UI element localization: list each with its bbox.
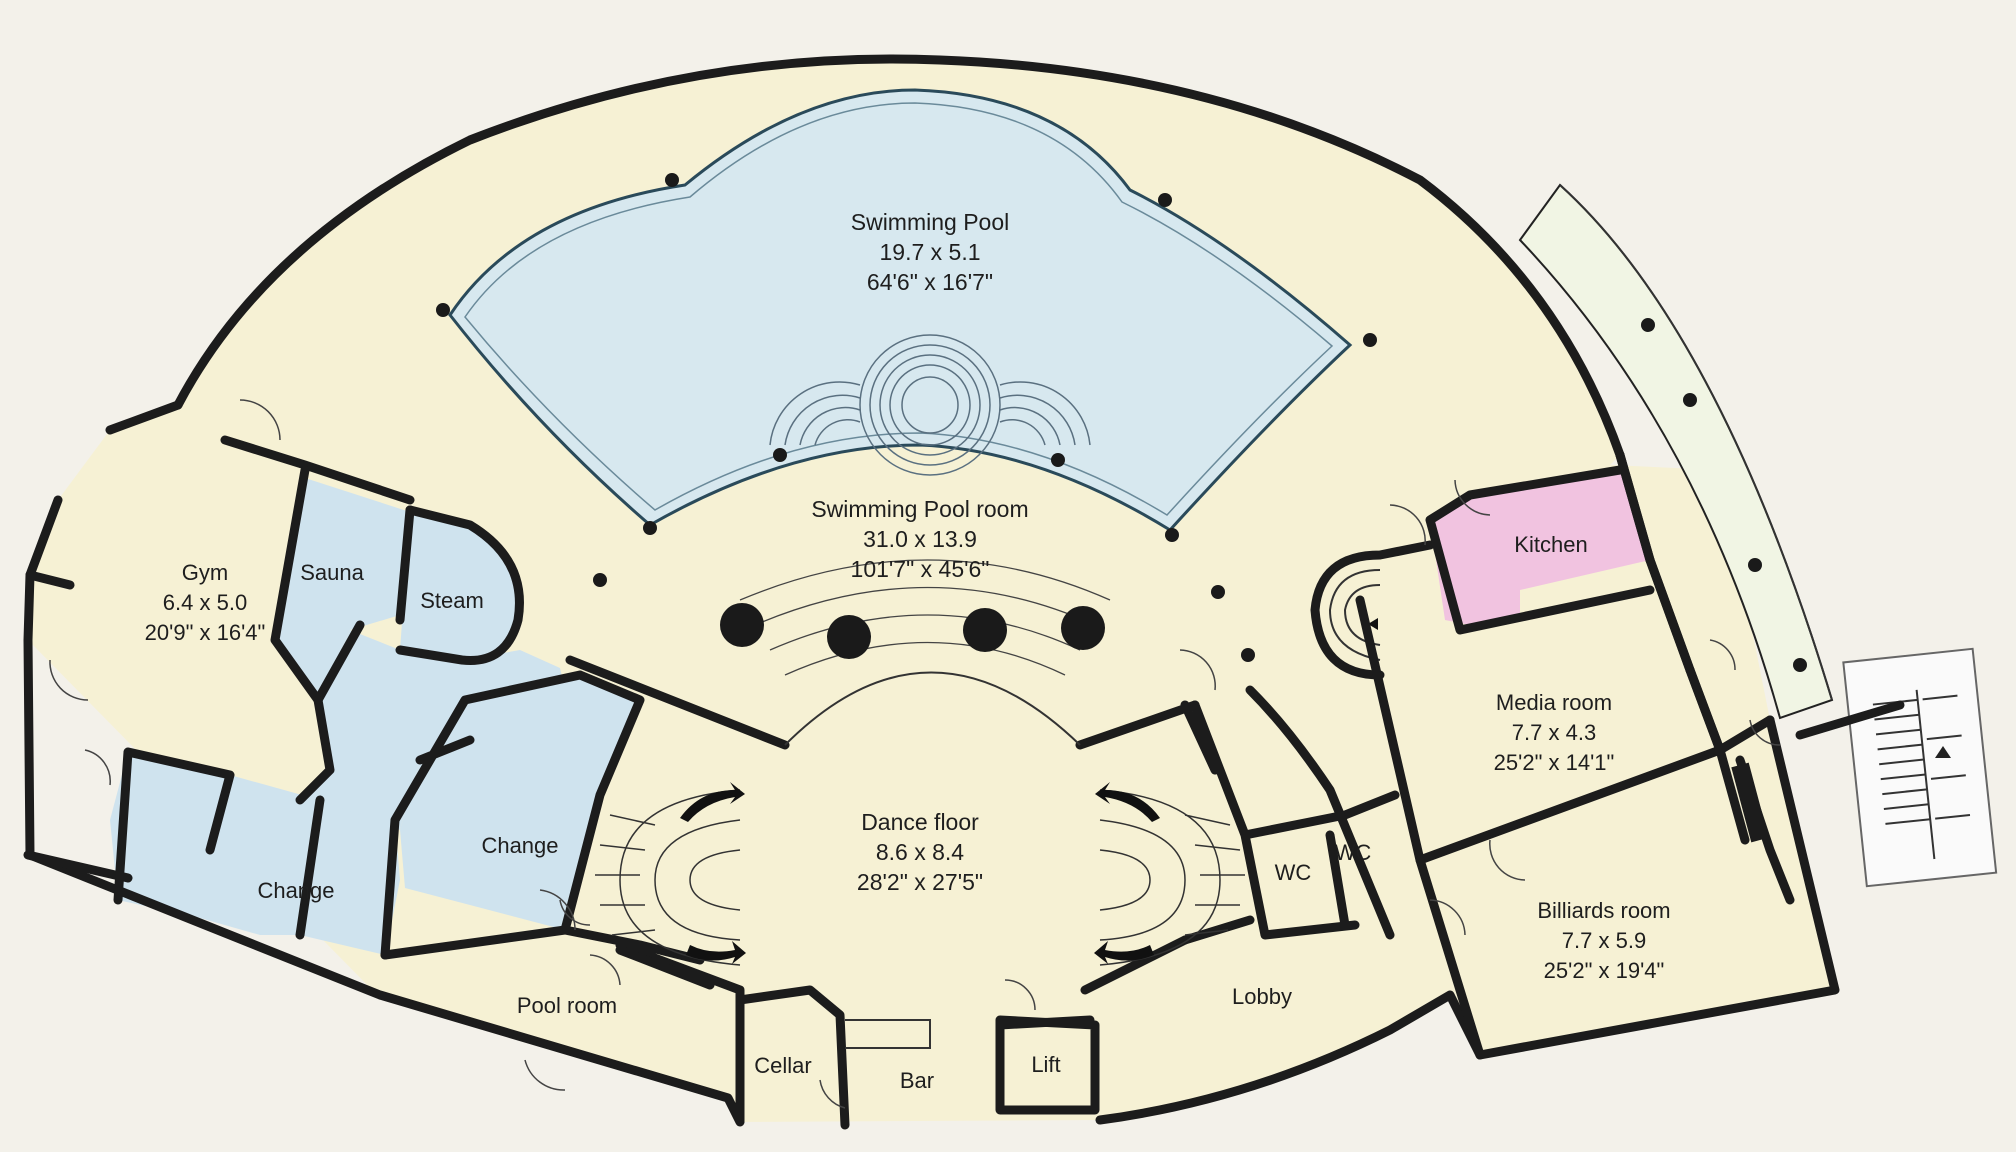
- pool-room-imperial: 101'7" x 45'6": [851, 556, 990, 582]
- change-right-name: Change: [481, 833, 558, 858]
- spiral-stair: [1328, 569, 1381, 661]
- outer-wall-bottom-right: [1095, 715, 1840, 1125]
- dance-floor-imperial: 28'2" x 27'5": [857, 869, 983, 895]
- stair-arrows: [680, 782, 1160, 964]
- sauna-area: [275, 478, 410, 700]
- door-swings: [49, 399, 1781, 1109]
- pool-room-walls: [380, 925, 745, 1125]
- bar-counter: [845, 1019, 931, 1049]
- cellar-name: Cellar: [754, 1053, 811, 1078]
- wc-walls: [1190, 700, 1400, 940]
- media-room-imperial: 25'2" x 14'1": [1494, 750, 1615, 775]
- grand-stair: [739, 559, 1111, 676]
- lift-walls: [995, 1015, 1100, 1115]
- lobby-walls: [1180, 700, 1255, 945]
- media-room-name: Media room: [1496, 690, 1612, 715]
- gym-imperial: 20'9" x 16'4": [145, 620, 266, 645]
- dance-floor-metric: 8.6 x 8.4: [876, 839, 964, 865]
- billiards-room-name: Billiards room: [1537, 898, 1670, 923]
- gym-metric: 6.4 x 5.0: [163, 590, 247, 615]
- pool-steps: [769, 334, 1091, 476]
- kitchen-area: [1430, 470, 1650, 625]
- billiards-room-imperial: 25'2" x 19'4": [1544, 958, 1665, 983]
- steam-name: Steam: [420, 588, 484, 613]
- change-left-name: Change: [257, 878, 334, 903]
- steam-wall: [395, 505, 524, 665]
- pool-room-small-name: Pool room: [517, 993, 617, 1018]
- terrace-edge: [1559, 184, 1833, 701]
- sauna-wall: [270, 465, 415, 705]
- pool-inner-edge: [464, 102, 1334, 516]
- gym-name: Gym: [182, 560, 228, 585]
- spiral-arrow: [1368, 618, 1378, 630]
- kitchen-name: Kitchen: [1514, 532, 1587, 557]
- right-staircase: [1099, 789, 1245, 966]
- pool-room-metric: 31.0 x 13.9: [863, 526, 977, 552]
- dance-floor-arc: [784, 671, 1081, 746]
- pool-room-name: Swimming Pool room: [811, 496, 1028, 522]
- kitchen-walls: [1425, 465, 1695, 675]
- exterior-stair-wall: [1795, 700, 1905, 740]
- billiards-room-metric: 7.7 x 5.9: [1562, 928, 1646, 953]
- wc-right-name: WC: [1335, 840, 1372, 865]
- change-walls: [113, 670, 645, 960]
- swimming-pool-imperial: 64'6" x 16'7": [867, 269, 993, 295]
- media-room-metric: 7.7 x 4.3: [1512, 720, 1596, 745]
- bar-name: Bar: [900, 1068, 934, 1093]
- kitchen-wall-right: [1615, 450, 1655, 565]
- media-room-walls: [1355, 595, 1725, 865]
- swimming-pool-name: Swimming Pool: [851, 209, 1010, 235]
- columns: [436, 173, 1807, 672]
- outer-wall-arc: [173, 54, 1625, 460]
- stair-core-walls: [1245, 540, 1435, 940]
- swimming-pool-metric: 19.7 x 5.1: [879, 239, 980, 265]
- lobby-name: Lobby: [1232, 984, 1292, 1009]
- billiards-room-wall-thick: [1731, 762, 1769, 843]
- gym-wall: [23, 435, 415, 883]
- sauna-name: Sauna: [300, 560, 364, 585]
- steam-area: [400, 512, 522, 661]
- left-staircase: [595, 789, 741, 966]
- cellar-walls: [735, 985, 850, 1130]
- dance-floor-name: Dance floor: [861, 809, 979, 835]
- corridor-wet-area: [300, 630, 570, 830]
- wc-left-name: WC: [1275, 860, 1312, 885]
- exterior-stair: [1842, 647, 1998, 888]
- lift-name: Lift: [1031, 1052, 1060, 1077]
- dance-floor-walls: [565, 655, 1200, 995]
